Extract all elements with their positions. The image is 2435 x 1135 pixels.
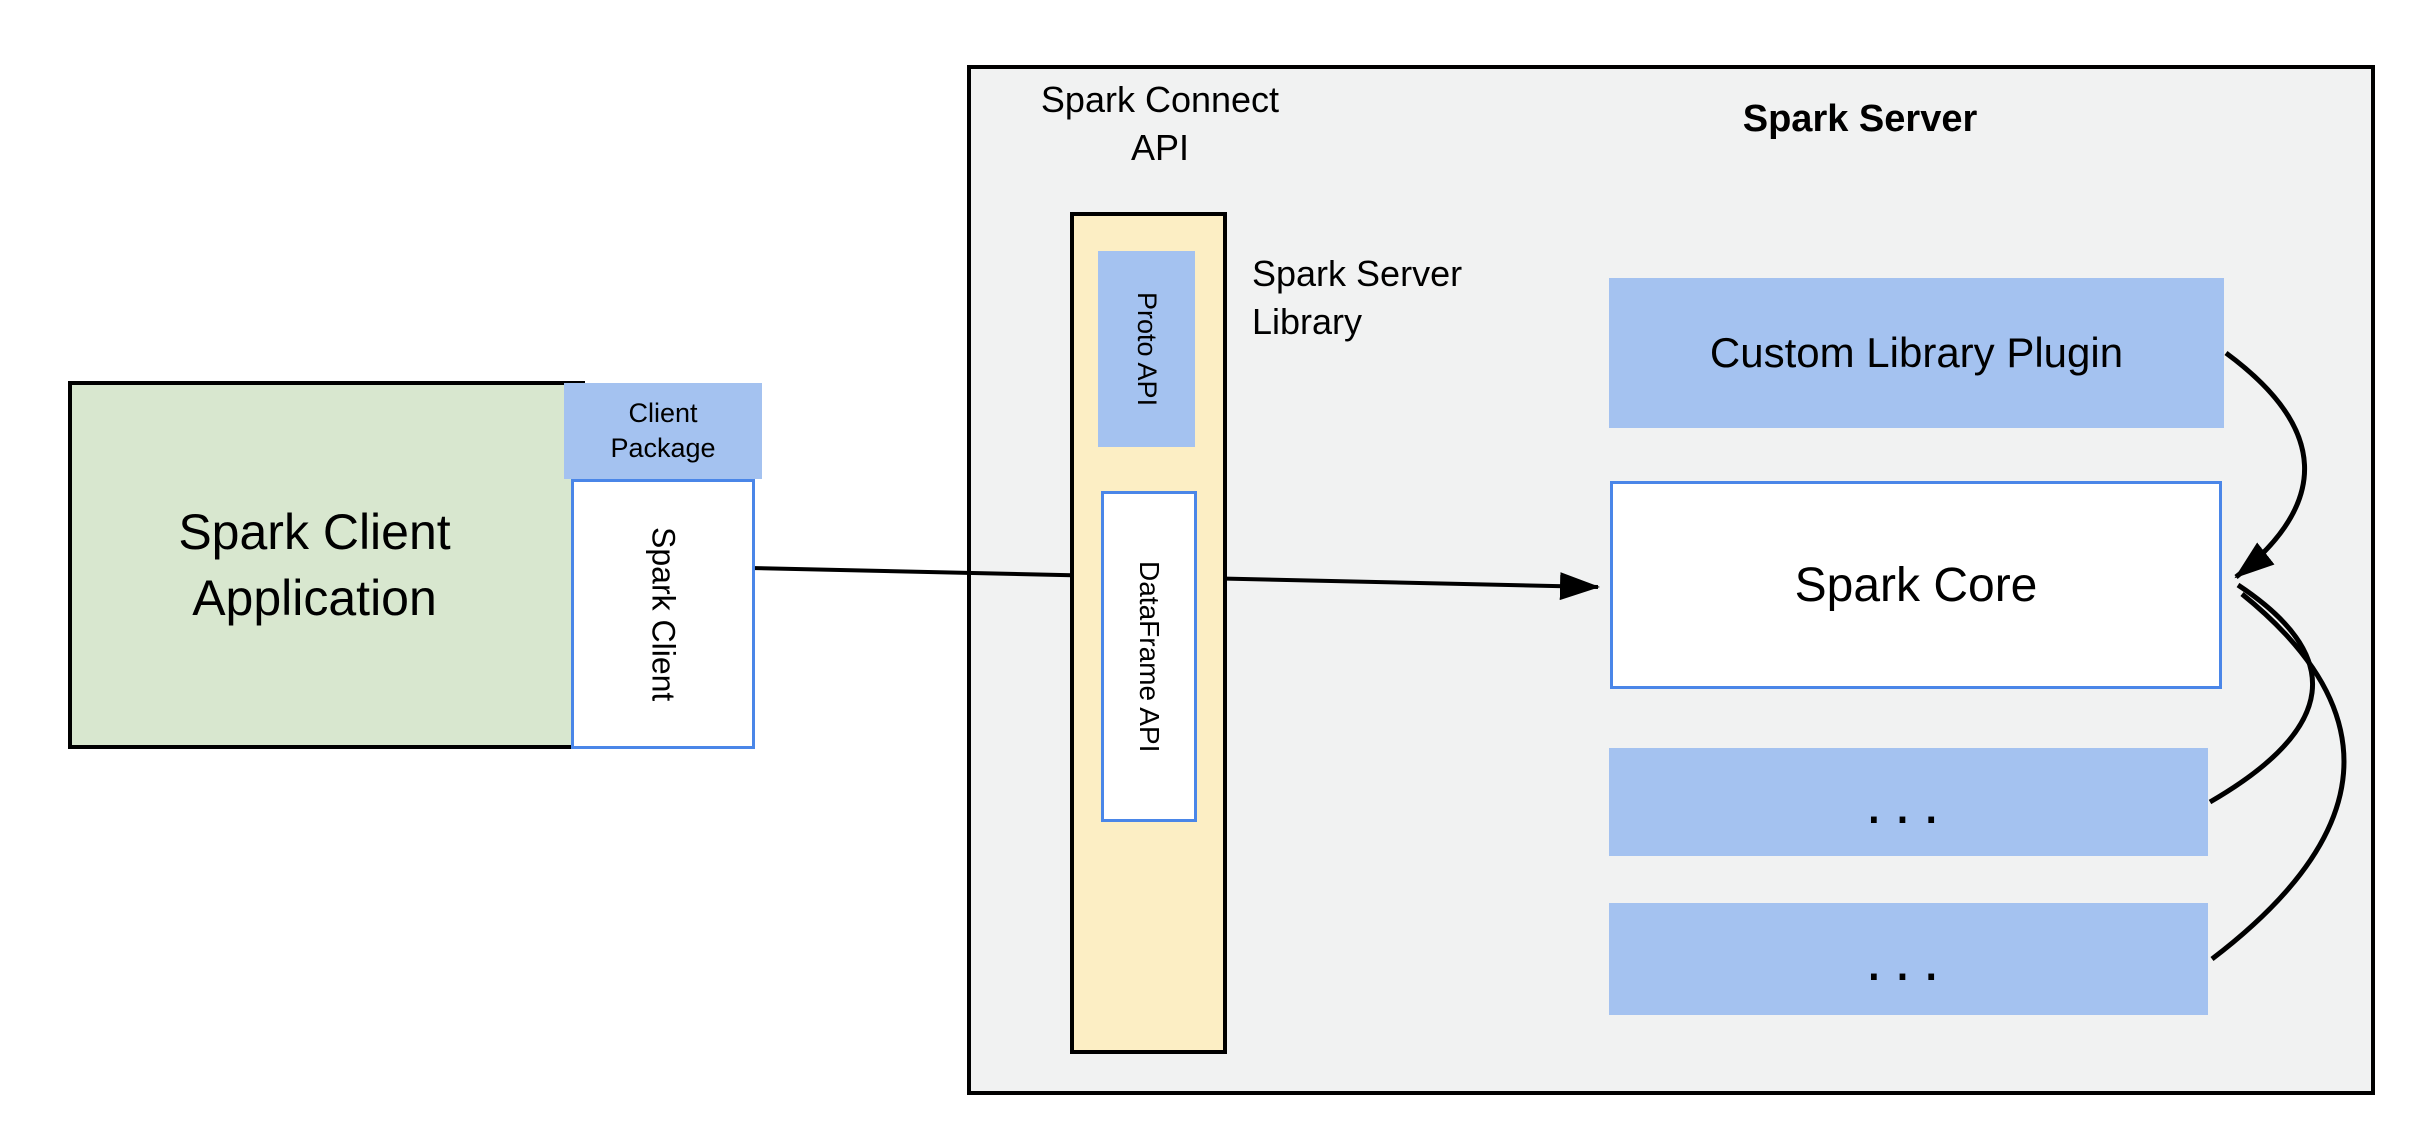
spark-client-label: Spark Client <box>645 526 682 702</box>
client-package-label-line2: Package <box>610 433 716 463</box>
ellipsis-box-2: ... <box>1609 903 2208 1015</box>
dataframe-api-label: DataFrame API <box>1134 560 1165 753</box>
custom-library-plugin-label: Custom Library Plugin <box>1709 329 2124 376</box>
ellipsis-label-2: ... <box>1865 925 1952 993</box>
spark-connect-api-title: Spark Connect API <box>960 76 1360 172</box>
spark-client-application-box: Spark Client Application <box>68 381 585 749</box>
dataframe-api-box: DataFrame API <box>1101 491 1197 822</box>
ellipsis-label-1: ... <box>1865 768 1952 836</box>
custom-library-plugin-box: Custom Library Plugin <box>1609 278 2224 428</box>
spark-client-application-label-line2: Application <box>192 570 437 626</box>
spark-connect-api-title-line2: API <box>1130 127 1190 168</box>
client-package-label-line1: Client <box>628 398 698 428</box>
spark-client-box: Spark Client <box>571 479 755 749</box>
spark-server-library-label-line2: Library <box>1252 301 1363 342</box>
proto-api-box: Proto API <box>1098 251 1195 447</box>
spark-client-application-label-line1: Spark Client <box>178 504 451 560</box>
client-package-box: Client Package <box>564 383 762 479</box>
ellipsis-box-1: ... <box>1609 748 2208 856</box>
spark-server-library-label-line1: Spark Server <box>1252 253 1463 294</box>
spark-server-title: Spark Server <box>1742 98 1978 140</box>
spark-connect-api-title-line1: Spark Connect <box>1040 79 1280 120</box>
proto-api-label: Proto API <box>1132 291 1162 407</box>
spark-core-box: Spark Core <box>1610 481 2222 689</box>
spark-server-library-label: Spark Server Library <box>1252 250 1652 346</box>
spark-core-label: Spark Core <box>1794 558 2038 612</box>
